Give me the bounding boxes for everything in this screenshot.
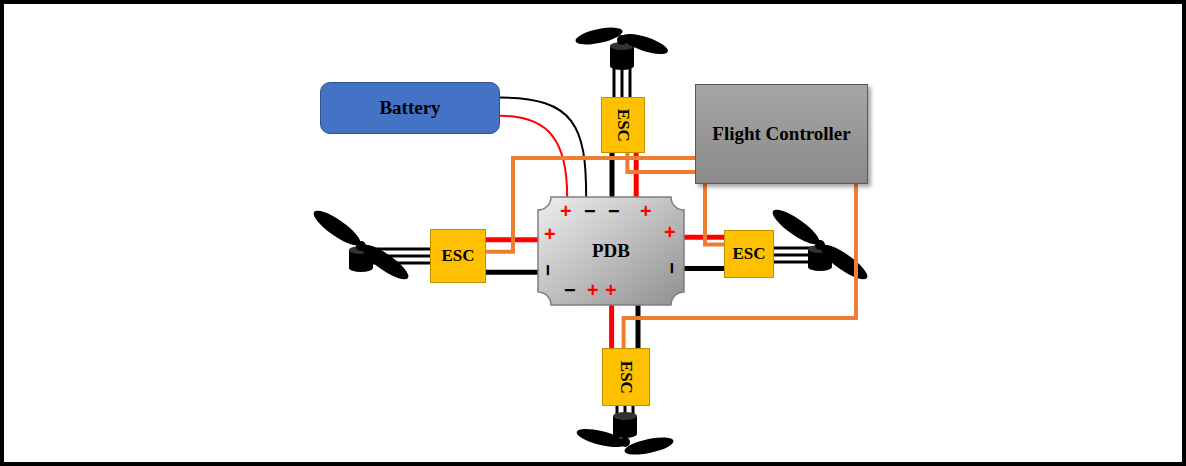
terminal-mark: −: [662, 262, 682, 274]
esc-box: ESC: [601, 97, 645, 153]
terminal-mark: −: [538, 264, 558, 276]
propeller: [309, 205, 412, 284]
node-label: ESC: [441, 247, 474, 266]
node-label: PDB: [592, 241, 630, 262]
terminal-mark: +: [544, 224, 556, 244]
terminal-mark: +: [664, 222, 676, 242]
esc-box: ESC: [602, 348, 650, 406]
motor-wires: [773, 248, 812, 262]
propeller: [574, 24, 670, 58]
propeller: [575, 425, 675, 458]
signal-wire: [627, 153, 695, 172]
esc-box: ESC: [430, 229, 486, 283]
motor: [610, 42, 634, 70]
terminal-mark: +: [605, 280, 617, 300]
node-label: ESC: [614, 108, 633, 141]
motor-wires: [614, 66, 630, 98]
node-label: Flight Controller: [712, 124, 850, 145]
motor: [613, 412, 637, 438]
node-label: ESC: [617, 360, 636, 393]
terminal-mark: −: [584, 201, 596, 221]
node-label: ESC: [732, 245, 765, 264]
esc-box: ESC: [724, 230, 774, 278]
signal-wire: [705, 184, 724, 244]
terminal-mark: +: [560, 201, 572, 221]
terminal-mark: +: [640, 201, 652, 221]
terminal-mark: −: [608, 201, 620, 221]
terminal-mark: +: [587, 280, 599, 300]
battery-box: Battery: [320, 82, 500, 134]
terminal-mark: −: [564, 280, 576, 300]
node-label: Battery: [379, 98, 440, 119]
flight-controller-box: Flight Controller: [695, 84, 868, 184]
